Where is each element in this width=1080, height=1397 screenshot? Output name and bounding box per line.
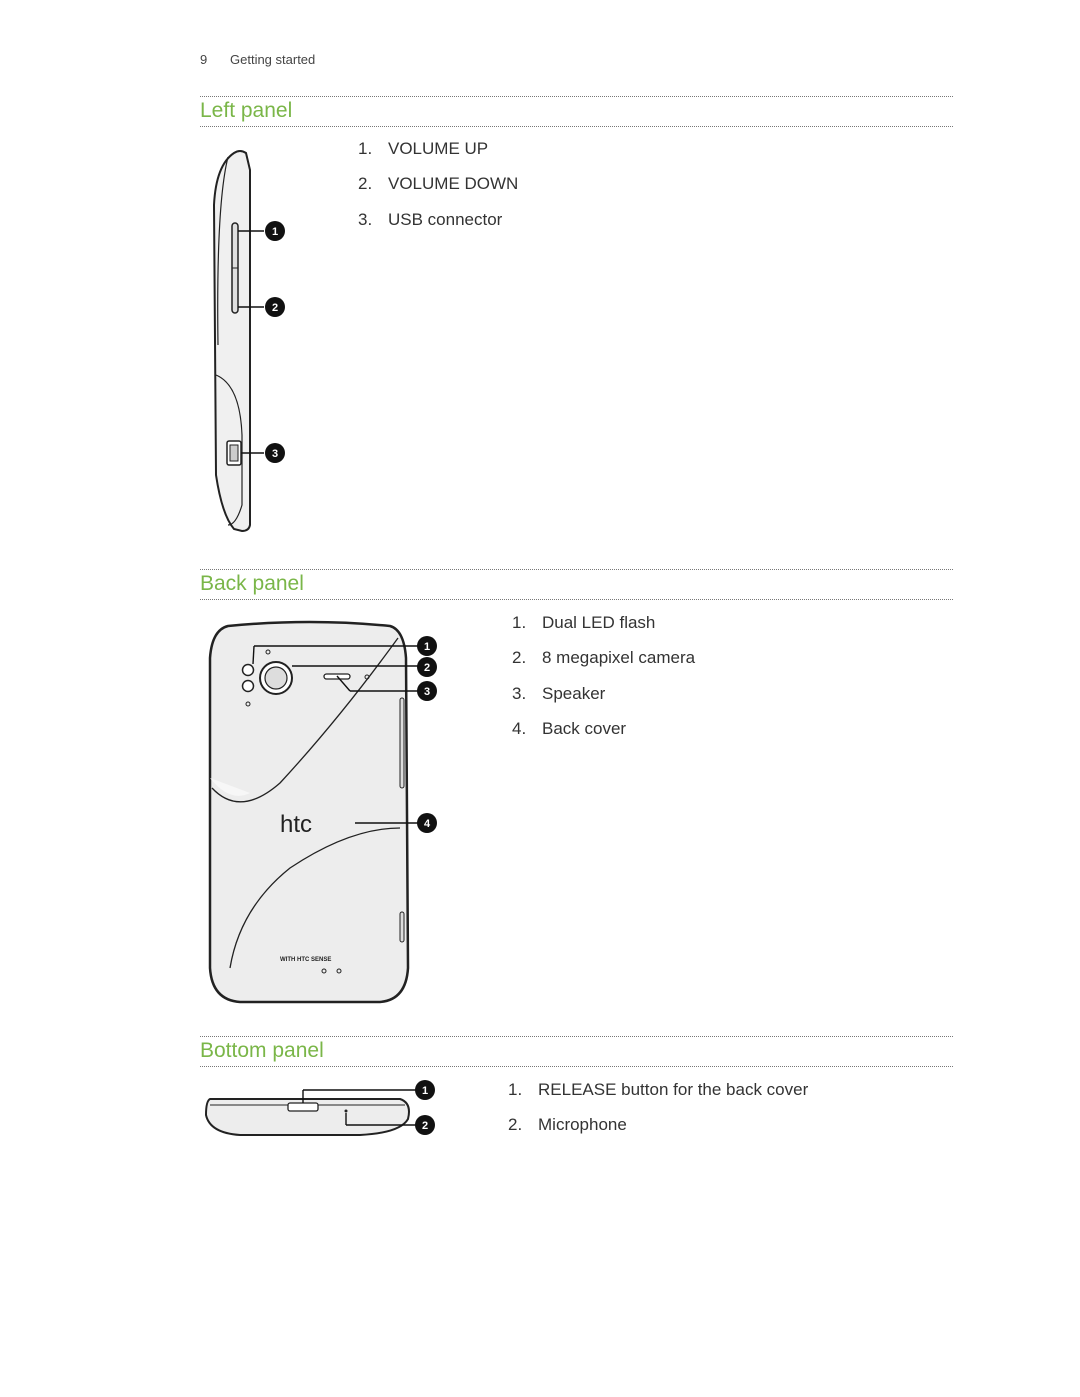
bottom-panel-title: Bottom panel [200, 1039, 324, 1062]
left-panel-list: 1.VOLUME UP 2.VOLUME DOWN 3.USB connecto… [358, 139, 518, 245]
back-panel-heading-bar: Back panel [200, 569, 953, 600]
bottom-callout-2: 2 [415, 1115, 435, 1135]
svg-text:3: 3 [424, 686, 430, 698]
back-callout-1: 1 [417, 636, 437, 656]
htc-sense-text: WITH HTC SENSE [280, 957, 331, 963]
list-item: 3.Speaker [512, 683, 606, 703]
svg-text:2: 2 [424, 662, 430, 674]
list-item: 2.VOLUME DOWN [358, 174, 519, 194]
page-number: 9 [200, 52, 208, 67]
back-callout-4: 4 [417, 813, 437, 833]
chapter-title: Getting started [230, 52, 316, 67]
phone-left-side-illustration: 1 2 3 [212, 150, 285, 533]
list-item: 4.Back cover [512, 719, 627, 739]
bottom-callout-1: 1 [415, 1080, 435, 1100]
htc-logo: htc [280, 811, 312, 838]
left-callout-1: 1 [265, 221, 285, 241]
svg-text:1: 1 [272, 226, 278, 238]
bottom-panel-heading-bar: Bottom panel [200, 1036, 953, 1067]
svg-text:1: 1 [422, 1085, 428, 1097]
svg-text:2: 2 [422, 1120, 428, 1132]
list-item: 2.Microphone [508, 1115, 627, 1135]
left-panel-title: Left panel [200, 99, 293, 122]
page-header: 9 Getting started [200, 52, 315, 67]
left-panel-heading-bar: Left panel [200, 96, 953, 127]
list-item: 1.Dual LED flash [512, 613, 656, 632]
phone-bottom-illustration: 1 2 [204, 1080, 435, 1136]
bottom-panel-list: 1.RELEASE button for the back cover 2.Mi… [508, 1080, 808, 1151]
list-item: 3.USB connector [358, 209, 503, 229]
phone-back-illustration: htc WITH HTC SENSE 1 2 3 4 [208, 620, 437, 1004]
left-callout-3: 3 [265, 443, 285, 463]
back-panel-title: Back panel [200, 572, 304, 595]
svg-text:4: 4 [424, 818, 431, 830]
svg-text:2: 2 [272, 302, 278, 314]
svg-text:3: 3 [272, 448, 278, 460]
list-item: 2.8 megapixel camera [512, 648, 696, 668]
left-callout-2: 2 [265, 297, 285, 317]
back-callout-3: 3 [417, 681, 437, 701]
back-callout-2: 2 [417, 657, 437, 677]
back-panel-list: 1.Dual LED flash 2.8 megapixel camera 3.… [512, 613, 695, 755]
svg-text:1: 1 [424, 641, 430, 653]
list-item: 1.VOLUME UP [358, 139, 489, 158]
list-item: 1.RELEASE button for the back cover [508, 1080, 809, 1099]
